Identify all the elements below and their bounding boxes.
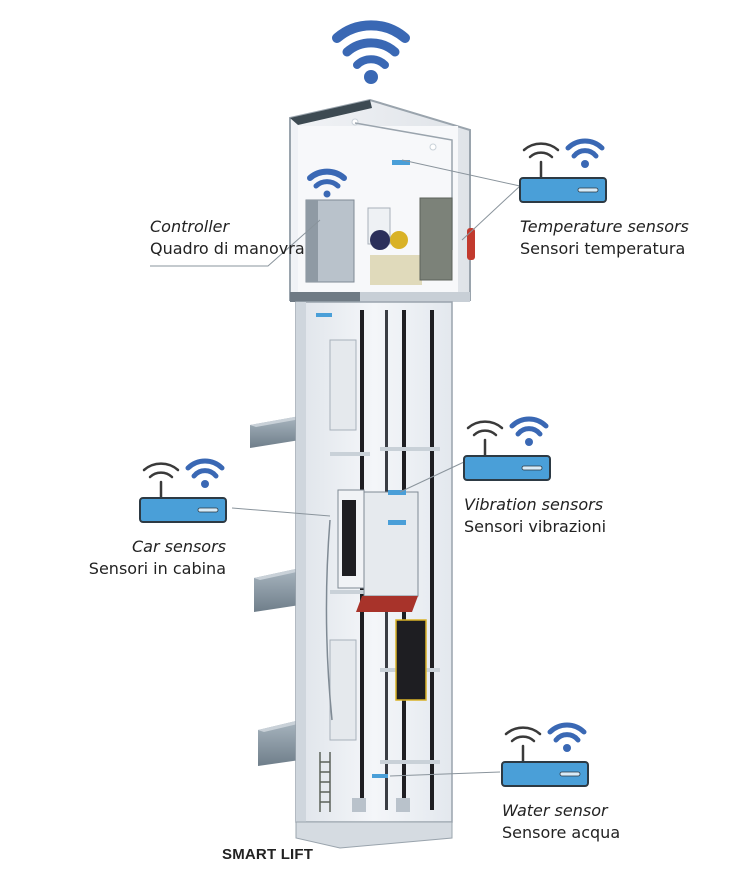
wifi-icon	[547, 722, 587, 752]
router-icon	[463, 416, 551, 481]
router-icon	[501, 722, 589, 787]
controller-label-en: Controller	[150, 217, 230, 236]
water-label: Water sensor Sensore acqua	[502, 800, 620, 844]
leader-lines	[150, 159, 521, 777]
water-label-en: Water sensor	[502, 801, 608, 820]
wifi-icon	[185, 458, 225, 488]
car-label-it: Sensori in cabina	[88, 559, 226, 578]
temperature-label-en: Temperature sensors	[520, 217, 689, 236]
router-icon	[139, 458, 227, 523]
temperature-label: Temperature sensors Sensori temperatura	[520, 216, 689, 260]
machine-room-door	[419, 197, 453, 281]
water-sensor-node	[500, 720, 592, 790]
lift-shaft	[295, 301, 453, 849]
wifi-icon	[565, 138, 605, 168]
fire-extinguisher	[467, 228, 475, 260]
controller-label: Controller Quadro di manovra	[150, 216, 305, 260]
diagram-title: SMART LIFT	[222, 846, 314, 863]
lift-car	[337, 489, 419, 612]
top-wifi-icon	[332, 20, 410, 84]
vibration-label: Vibration sensors Sensori vibrazioni	[464, 494, 606, 538]
car-label: Car sensors Sensori in cabina	[80, 536, 226, 580]
vibration-sensor-node	[462, 414, 554, 484]
wifi-icon	[509, 416, 549, 446]
vibration-label-en: Vibration sensors	[464, 495, 604, 514]
router-icon	[519, 138, 607, 203]
temperature-sensor-node	[518, 136, 610, 206]
temperature-label-it: Sensori temperatura	[520, 239, 686, 258]
machine-room	[289, 98, 475, 302]
counterweight	[395, 619, 427, 701]
floor-slabs	[250, 416, 306, 766]
water-label-it: Sensore acqua	[502, 823, 621, 842]
controller-label-it: Quadro di manovra	[150, 239, 305, 258]
vibration-label-it: Sensori vibrazioni	[464, 517, 607, 536]
controller-wifi-icon	[307, 168, 347, 198]
car-label-en: Car sensors	[132, 537, 226, 556]
car-sensor-node	[138, 456, 230, 526]
